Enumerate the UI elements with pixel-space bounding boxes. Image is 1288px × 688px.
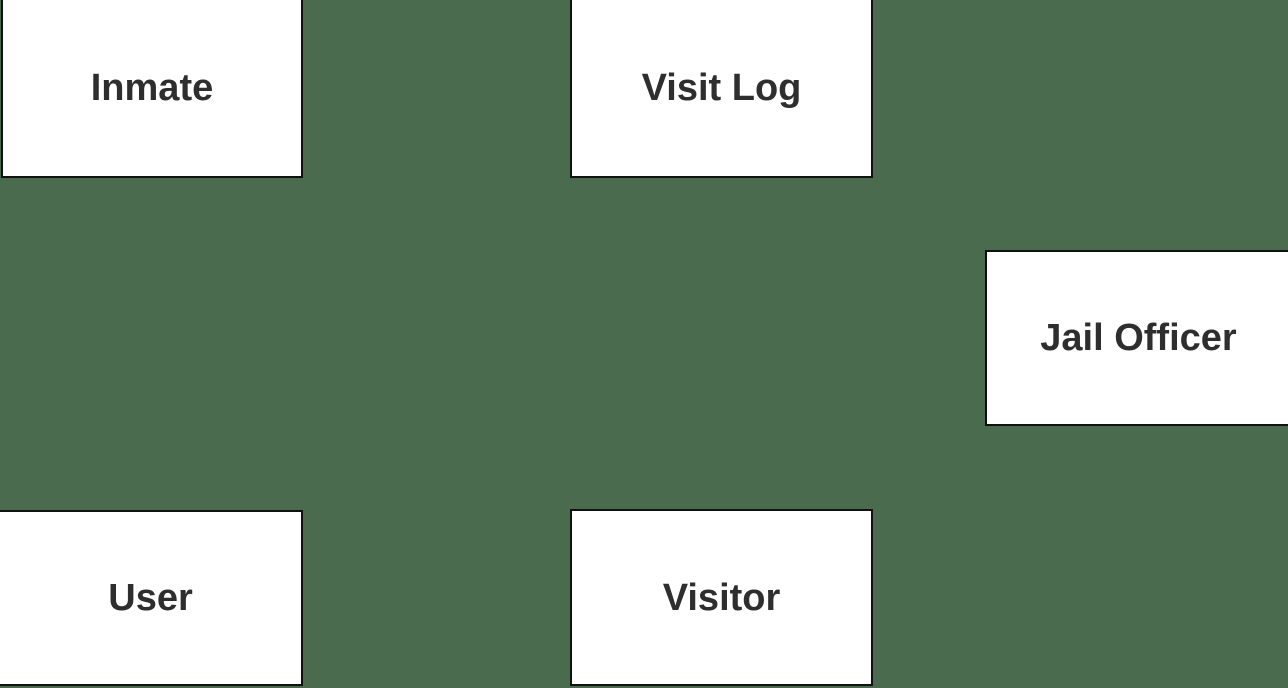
entity-label-jail-officer: Jail Officer [1040, 317, 1237, 359]
entity-box-inmate[interactable]: Inmate [1, 0, 303, 178]
entity-box-visitor[interactable]: Visitor [570, 509, 873, 686]
entity-label-user: User [108, 577, 193, 619]
entity-label-visit-log: Visit Log [641, 67, 802, 109]
entity-label-visitor: Visitor [662, 576, 781, 619]
entity-box-visit-log[interactable]: Visit Log [570, 0, 873, 178]
entity-box-user[interactable]: User [0, 510, 303, 686]
entity-label-inmate: Inmate [90, 67, 214, 109]
entity-box-jail-officer[interactable]: Jail Officer [985, 250, 1288, 426]
